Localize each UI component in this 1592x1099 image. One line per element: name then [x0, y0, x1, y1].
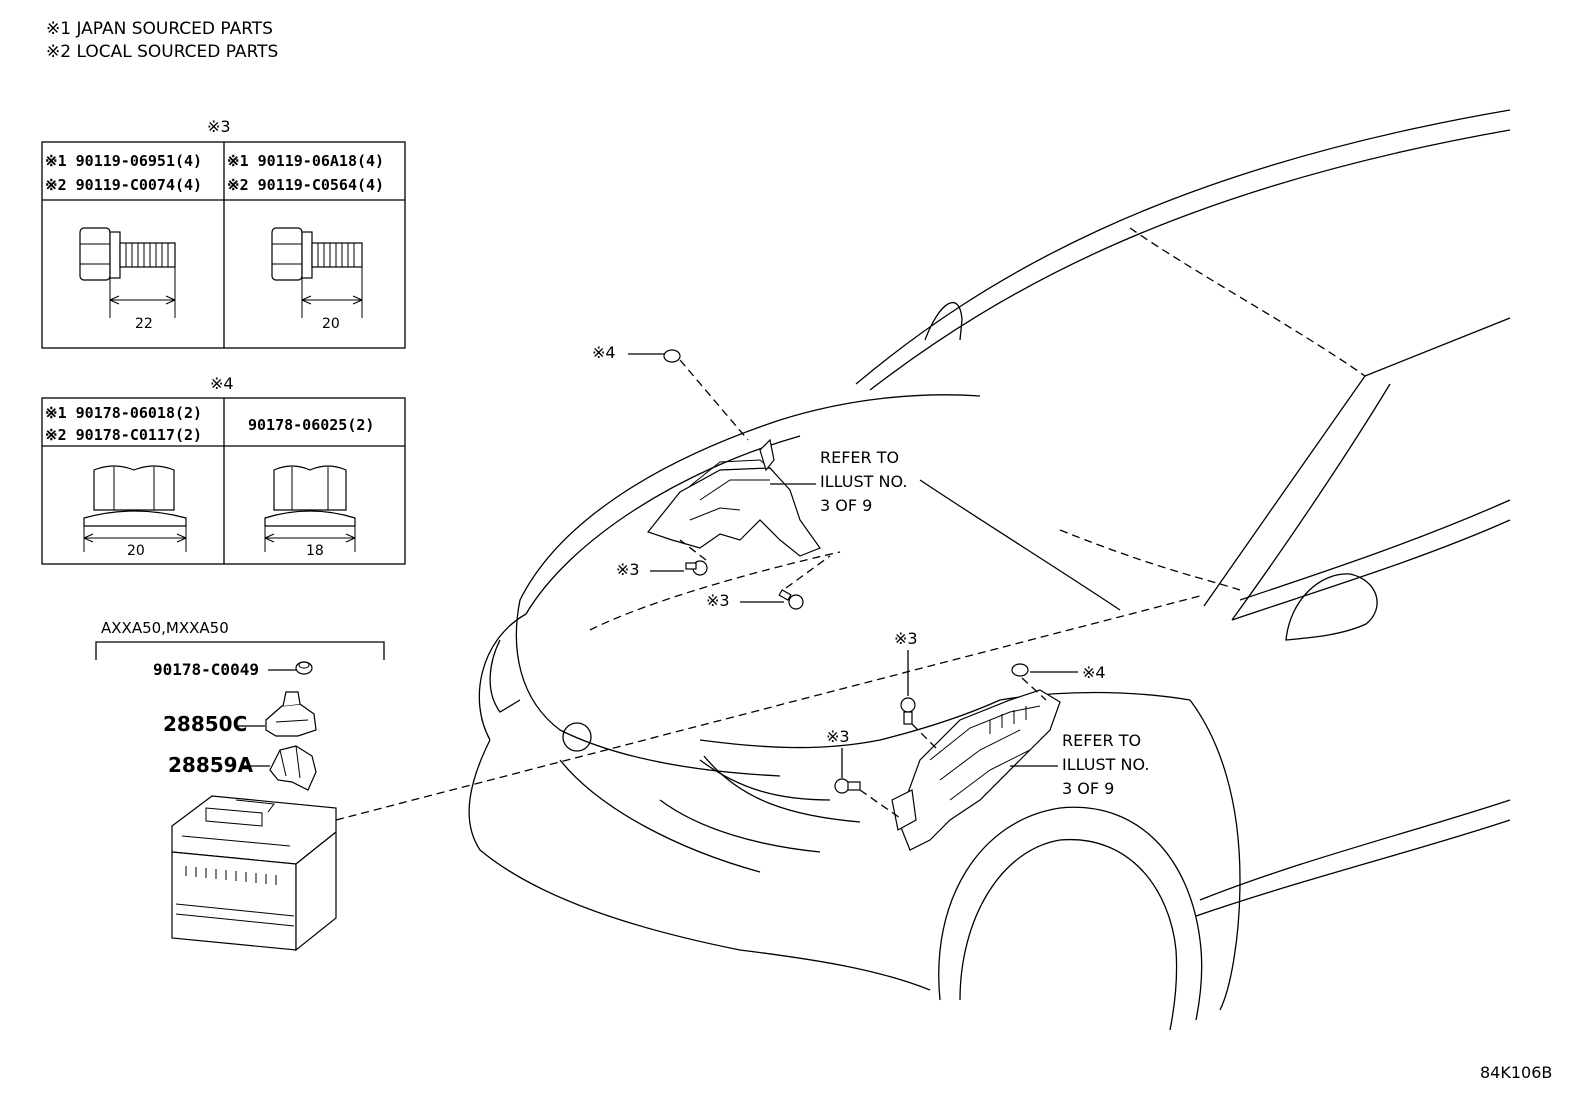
flange-nut-icon: [264, 465, 356, 552]
refer-upper-line3: 3 OF 9: [820, 496, 872, 515]
nut-icon: [1011, 663, 1029, 677]
callout-lower-nut: ※4: [1082, 663, 1106, 682]
bolt-length-2: 20: [322, 316, 340, 332]
battery-bracket-icon: [269, 745, 317, 791]
callout-upper-nut: ※4: [592, 343, 616, 362]
nut-part-1a: ※1 90178-06018(2): [45, 404, 202, 422]
callout-lower-bolt-left: ※3: [826, 727, 850, 746]
nut-table-title: ※4: [210, 374, 234, 393]
refer-lower-line2: ILLUST NO.: [1062, 755, 1149, 774]
refer-upper-line1: REFER TO: [820, 448, 899, 467]
bolt-icon: [778, 589, 804, 610]
bolt-part-1a: ※1 90119-06951(4): [45, 152, 202, 170]
note-japan-sourced: ※1 JAPAN SOURCED PARTS: [46, 19, 273, 39]
flange-nut-icon: [83, 465, 187, 552]
bolt-part-2a: ※1 90119-06A18(4): [227, 152, 384, 170]
nut-part-1b: ※2 90178-C0117(2): [45, 426, 202, 444]
nut-size-1: 20: [127, 543, 145, 559]
model-bracket: [95, 641, 385, 660]
part-number-clamp: 28850C: [163, 712, 247, 736]
callout-upper-bolt-b: ※3: [706, 591, 730, 610]
flange-bolt-icon: [79, 227, 176, 318]
figure-code: 84K106B: [1480, 1063, 1552, 1082]
bolt-part-2b: ※2 90119-C0564(4): [227, 176, 384, 194]
battery-leader: [335, 595, 1201, 821]
refer-upper-line2: ILLUST NO.: [820, 472, 907, 491]
relay-bracket-upper: [646, 438, 821, 557]
battery-icon: [171, 795, 337, 952]
note-local-sourced: ※2 LOCAL SOURCED PARTS: [46, 42, 278, 62]
bolt-icon: [900, 697, 916, 725]
nut-part-2: 90178-06025(2): [248, 416, 374, 434]
bolt-table: ※1 90119-06951(4) ※2 90119-C0074(4) ※1 9…: [41, 141, 406, 349]
model-label: AXXA50,MXXA50: [101, 619, 229, 637]
vehicle-outline: [468, 109, 1511, 1031]
part-number-bracket: 28859A: [168, 753, 254, 777]
part-number-nut: 90178-C0049: [153, 660, 259, 679]
bolt-icon: [685, 560, 708, 576]
bolt-icon: [834, 778, 861, 794]
bolt-length-1: 22: [135, 316, 153, 332]
bolt-table-title: ※3: [207, 117, 231, 136]
nut-size-2: 18: [306, 543, 324, 559]
nut-table: ※1 90178-06018(2) ※2 90178-C0117(2) 9017…: [41, 397, 406, 565]
callout-lower-bolt-top: ※3: [894, 629, 918, 648]
battery-clamp-icon: [265, 691, 317, 737]
flange-bolt-icon: [271, 227, 363, 318]
callout-upper-bolt-a: ※3: [616, 560, 640, 579]
bolt-part-1b: ※2 90119-C0074(4): [45, 176, 202, 194]
refer-lower-line3: 3 OF 9: [1062, 779, 1114, 798]
battery-nut-icon: [295, 661, 313, 675]
refer-lower-line1: REFER TO: [1062, 731, 1141, 750]
junction-block-lower: [891, 689, 1061, 851]
nut-icon: [663, 349, 681, 363]
